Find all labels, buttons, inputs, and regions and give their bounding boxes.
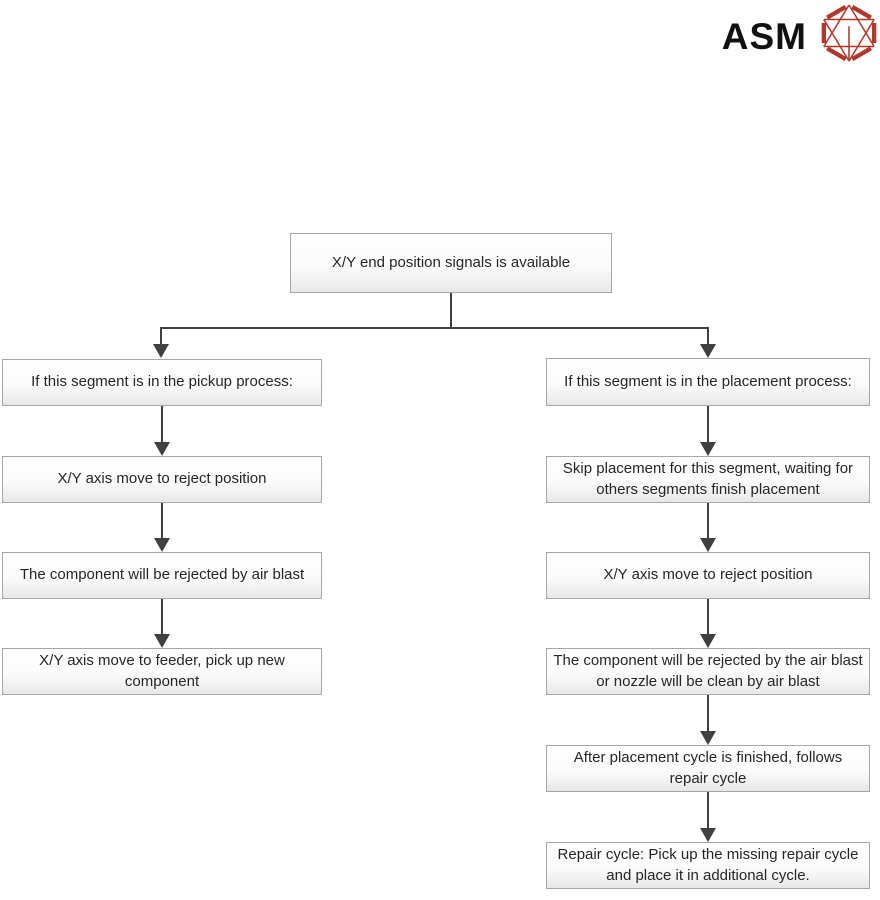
node-placement-air-blast: The component will be rejected by the ai… — [546, 648, 870, 695]
asm-logo-text: ASM — [721, 15, 807, 57]
arrowhead-left-1 — [154, 442, 170, 456]
arrowhead-right-3 — [700, 634, 716, 648]
arrowhead-right-4 — [700, 731, 716, 745]
hexagon-wireframe-icon — [821, 4, 877, 62]
node-placement-repair-follows: After placement cycle is finished, follo… — [546, 745, 870, 792]
arrowhead-right-5 — [700, 828, 716, 842]
asm-logo: ASM — [722, 2, 878, 64]
arrowhead-right-branch — [700, 344, 716, 358]
arrowhead-left-2 — [154, 538, 170, 552]
arrowhead-right-1 — [700, 442, 716, 456]
node-placement-skip: Skip placement for this segment, waiting… — [546, 456, 870, 503]
node-placement-condition: If this segment is in the placement proc… — [546, 358, 870, 406]
node-pickup-condition: If this segment is in the pickup process… — [2, 359, 322, 406]
arrowhead-left-3 — [154, 634, 170, 648]
arrowhead-right-2 — [700, 538, 716, 552]
node-placement-move-reject: X/Y axis move to reject position — [546, 552, 870, 599]
node-pickup-move-reject: X/Y axis move to reject position — [2, 456, 322, 503]
node-placement-repair-cycle: Repair cycle: Pick up the missing repair… — [546, 842, 870, 889]
node-root: X/Y end position signals is available — [290, 233, 612, 293]
node-pickup-air-blast: The component will be rejected by air bl… — [2, 552, 322, 599]
node-pickup-move-feeder: X/Y axis move to feeder, pick up new com… — [2, 648, 322, 695]
arrowhead-left-branch — [153, 344, 169, 358]
